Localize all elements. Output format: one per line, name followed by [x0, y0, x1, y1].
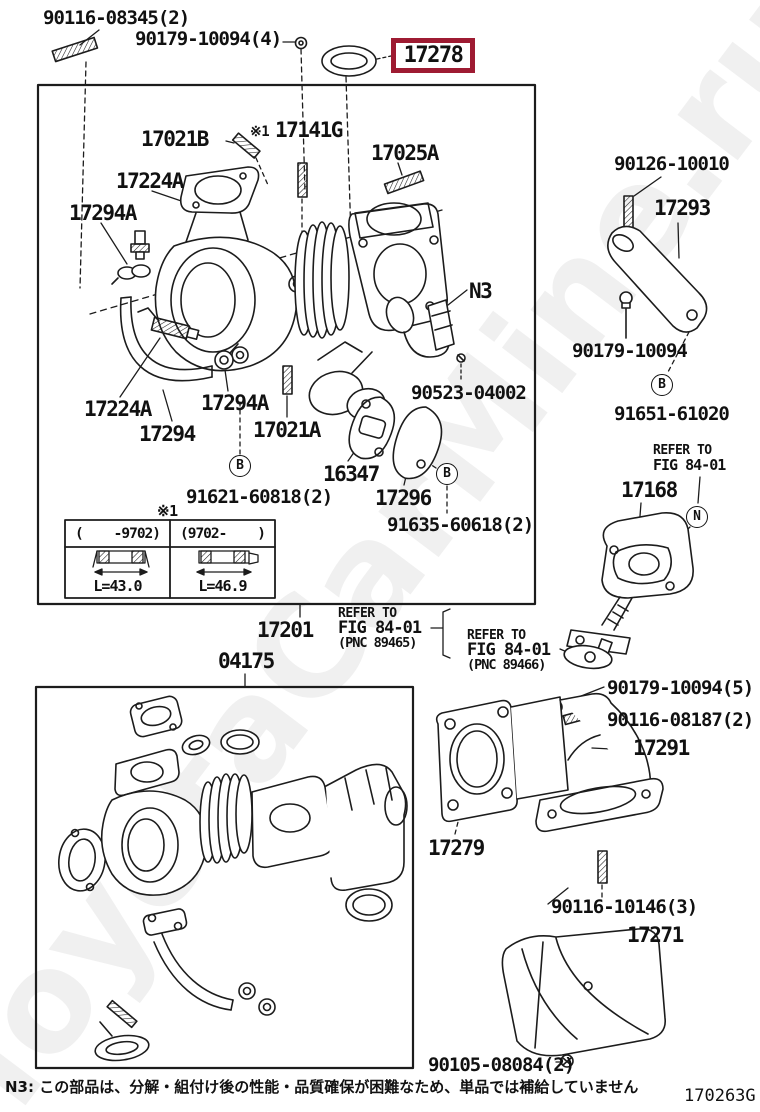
part-label-17021b: 17021B — [141, 127, 209, 151]
turbocharger-assembly — [154, 166, 448, 421]
callout-n3: N3 — [469, 279, 493, 303]
part-label-17025a: 17025A — [371, 141, 439, 165]
stud-17021b — [231, 132, 261, 159]
stud-17021a — [282, 365, 293, 395]
detail-bubble-b: B — [229, 455, 251, 477]
stud-17141g — [297, 162, 308, 198]
gasket-16347 — [348, 396, 396, 460]
plate-17296 — [392, 406, 443, 480]
part-label-17021a: 17021A — [253, 418, 321, 442]
part-label-91621-60818: 91621-60818(2) — [186, 486, 333, 508]
part-label-91635-60618: 91635-60618(2) — [387, 514, 534, 536]
spec-table-header-early: ( -9702) — [74, 526, 161, 542]
manifold-with-turbo-assembly — [58, 695, 408, 1062]
footnote-n3: N3: この部品は、分解・組付け後の性能・品質確保が困難なため、単品では補給して… — [5, 1078, 639, 1096]
part-label-90179-10094-4: 90179-10094(4) — [135, 28, 282, 50]
detail-bubble-b: B — [651, 374, 673, 396]
part-label-16347: 16347 — [323, 462, 380, 486]
refer-line: FIG 84-01 — [338, 618, 422, 638]
part-label-90116-10146: 90116-10146(3) — [551, 896, 698, 918]
refer-line: (PNC 89465) — [338, 635, 417, 651]
part-label-17278: 17278 — [403, 43, 464, 68]
refer-note-pnc-89466: REFER TO FIG 84-01 (PNC 89466) — [467, 628, 551, 673]
refer-line: REFER TO — [467, 628, 526, 643]
stud-90116-10146 — [597, 850, 608, 884]
note-marker-table: ※1 — [157, 502, 178, 520]
bolt-90179-10094 — [619, 291, 633, 339]
part-label-17224a-top: 17224A — [116, 169, 184, 193]
part-label-04175: 04175 — [218, 649, 275, 673]
refer-line: (PNC 89466) — [467, 657, 546, 673]
inlet-flange-17279 — [435, 699, 518, 823]
part-label-17271: 17271 — [627, 923, 684, 947]
stud-17025a — [383, 170, 425, 195]
oil-line-parts — [111, 230, 239, 382]
nut-90179-10094 — [294, 36, 308, 50]
part-label-17296: 17296 — [375, 486, 432, 510]
part-label-90126-10010: 90126-10010 — [614, 153, 730, 175]
part-label-17291: 17291 — [633, 736, 690, 760]
spec-table-length-early: L=43.0 — [93, 577, 142, 595]
exhaust-elbow-17291 — [510, 692, 664, 833]
refer-line: FIG 84-01 — [467, 640, 551, 660]
oring-17278 — [321, 45, 377, 77]
part-label-17294: 17294 — [139, 422, 196, 446]
part-label-91651-61020: 91651-61020 — [614, 403, 730, 425]
part-label-17224a-bottom: 17224A — [84, 397, 152, 421]
part-label-17168: 17168 — [621, 478, 678, 502]
heat-shield-17271 — [501, 927, 667, 1057]
leader-lines — [79, 29, 701, 1063]
spec-table-header-late: (9702- ) — [179, 526, 266, 542]
part-label-90523-04002: 90523-04002 — [411, 382, 527, 404]
part-label-17141g: 17141G — [275, 118, 343, 142]
sensor-n3 — [385, 296, 466, 363]
upper-figure-frame — [36, 83, 537, 606]
part-label-17294a-bottom: 17294A — [201, 391, 269, 415]
turbine-outlet-17168 — [563, 512, 694, 670]
part-label-90179-10094: 90179-10094 — [572, 340, 688, 362]
detail-bubble-b: B — [436, 463, 458, 485]
refer-note-pnc-89465: REFER TO FIG 84-01 (PNC 89465) — [338, 606, 422, 651]
part-label-17201: 17201 — [257, 618, 314, 642]
refer-note-fig-84-01: REFER TO FIG 84-01 — [653, 443, 726, 474]
note-marker-inline: ※1 — [250, 124, 270, 140]
highlighted-part-box: 17278 — [391, 38, 475, 73]
bracket-17293 — [607, 225, 708, 333]
part-label-90105-08084: 90105-08084(2) — [428, 1054, 575, 1076]
lower-figure-frame — [34, 685, 415, 1070]
part-label-90116-08187: 90116-08187(2) — [607, 709, 754, 731]
stud-90116-08345 — [51, 36, 99, 63]
spec-table-length-late: L=46.9 — [198, 577, 247, 595]
bolt-90105-08084 — [560, 1054, 574, 1068]
refer-line: REFER TO — [653, 443, 712, 458]
part-label-90116-08345: 90116-08345(2) — [43, 7, 190, 29]
refer-line: FIG 84-01 — [653, 456, 726, 474]
drawing-code: 170263G — [684, 1086, 756, 1106]
part-label-17293: 17293 — [654, 196, 711, 220]
bolt-pictogram-late — [196, 550, 259, 576]
part-label-90179-10094-5: 90179-10094(5) — [607, 677, 754, 699]
part-label-17279: 17279 — [428, 836, 485, 860]
spec-table-grid — [64, 519, 276, 599]
refer-line: REFER TO — [338, 606, 397, 621]
part-label-17294a-top: 17294A — [69, 201, 137, 225]
bolt-pictogram-early — [92, 550, 150, 576]
detail-bubble-n: N — [686, 506, 708, 528]
